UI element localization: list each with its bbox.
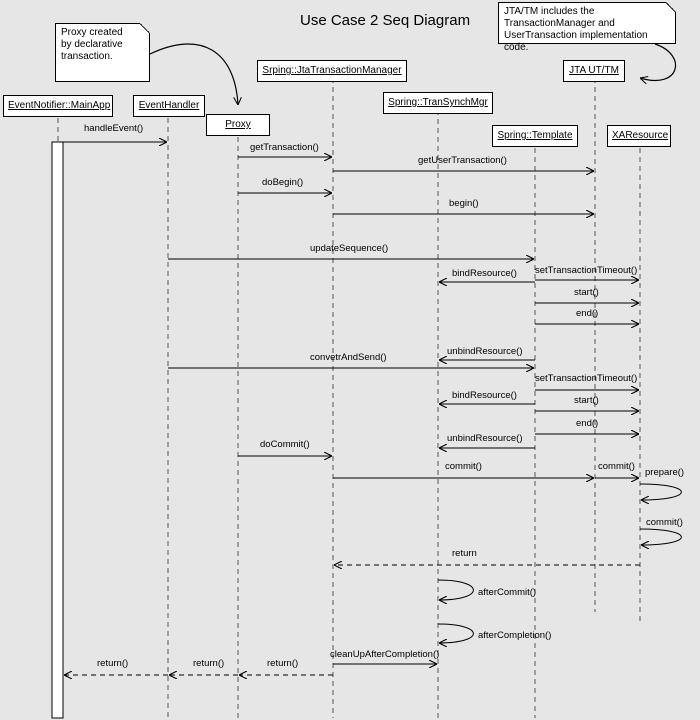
- message-label: doBegin(): [262, 177, 304, 188]
- message-label: return(): [97, 658, 129, 669]
- activation-bar-main-app: [51, 141, 64, 719]
- message-label: end(): [576, 308, 599, 319]
- proxy-note-line: transaction.: [61, 51, 113, 62]
- message-label: commit(): [445, 461, 482, 472]
- lifeline-xa-resource[interactable]: XAResource: [607, 125, 671, 147]
- message-label: setTransactionTimeout(): [535, 265, 638, 276]
- message-label: setTransactionTimeout(): [535, 373, 638, 384]
- message-label: unbindResource(): [447, 433, 523, 444]
- message-label: commit(): [598, 461, 635, 472]
- lifeline-tran-synch-mgr[interactable]: Spring::TranSynchMgr: [383, 92, 493, 114]
- message-label: getTransaction(): [250, 142, 319, 153]
- note-fold-icon: [140, 23, 150, 33]
- message-label: start(): [574, 395, 599, 406]
- jta-tm-note: JTA/TM includes the TransactionManager a…: [498, 2, 676, 53]
- jta-note-line: UserTransaction implementation code.: [504, 30, 648, 53]
- jta-note-line: TransactionManager and: [504, 18, 615, 29]
- message-label: return(): [193, 658, 225, 669]
- jta-note-line: JTA/TM includes the: [504, 6, 595, 17]
- message-arrows: [63, 142, 682, 664]
- message-label: end(): [576, 418, 599, 429]
- message-label: afterCompletion(): [478, 630, 552, 641]
- proxy-creation-note: Proxy created by declarative transaction…: [55, 23, 150, 82]
- message-label: begin(): [449, 198, 479, 209]
- proxy-note-connector: [149, 43, 238, 105]
- jta-note-connector: [640, 43, 677, 80]
- message-label: cleanUpAfterCompletion(): [330, 649, 440, 660]
- proxy-note-line: Proxy created: [61, 27, 123, 38]
- diagram-title: Use Case 2 Seq Diagram: [300, 12, 471, 29]
- arrow-prepare-self: [639, 483, 682, 500]
- message-label: start(): [574, 287, 599, 298]
- lifeline-template[interactable]: Spring::Template: [492, 125, 578, 147]
- arrow-after-commit-self: [437, 579, 474, 600]
- arrow-commit-self: [639, 528, 682, 545]
- lifeline-proxy[interactable]: Proxy: [206, 114, 270, 136]
- lifeline-event-handler[interactable]: EventHandler: [133, 95, 205, 117]
- message-label: afterCommit(): [478, 587, 537, 598]
- note-fold-icon: [666, 2, 676, 12]
- message-label: convetrAndSend(): [310, 352, 387, 363]
- lifeline-lines: [57, 78, 641, 718]
- return-arrows: [64, 565, 640, 675]
- message-label: doCommit(): [260, 439, 310, 450]
- lifeline-main-app[interactable]: EventNotifier::MainApp: [3, 95, 113, 117]
- message-label: bindResource(): [452, 390, 517, 401]
- message-label: return(): [267, 658, 299, 669]
- message-label: updateSequence(): [310, 243, 389, 254]
- message-label: unbindResource(): [447, 346, 523, 357]
- message-label: return: [452, 548, 477, 559]
- lifeline-jta-tx-manager[interactable]: Srping::JtaTransactionManager: [257, 60, 407, 82]
- arrow-after-completion-self: [437, 623, 474, 643]
- message-label: prepare(): [645, 467, 685, 478]
- lifeline-jta-ut-tm[interactable]: JTA UT/TM: [563, 60, 625, 82]
- message-label: handleEvent(): [84, 123, 144, 134]
- message-label: getUserTransaction(): [418, 155, 507, 166]
- message-label: commit(): [646, 517, 683, 528]
- proxy-note-line: by declarative: [61, 39, 123, 50]
- message-label: bindResource(): [452, 268, 517, 279]
